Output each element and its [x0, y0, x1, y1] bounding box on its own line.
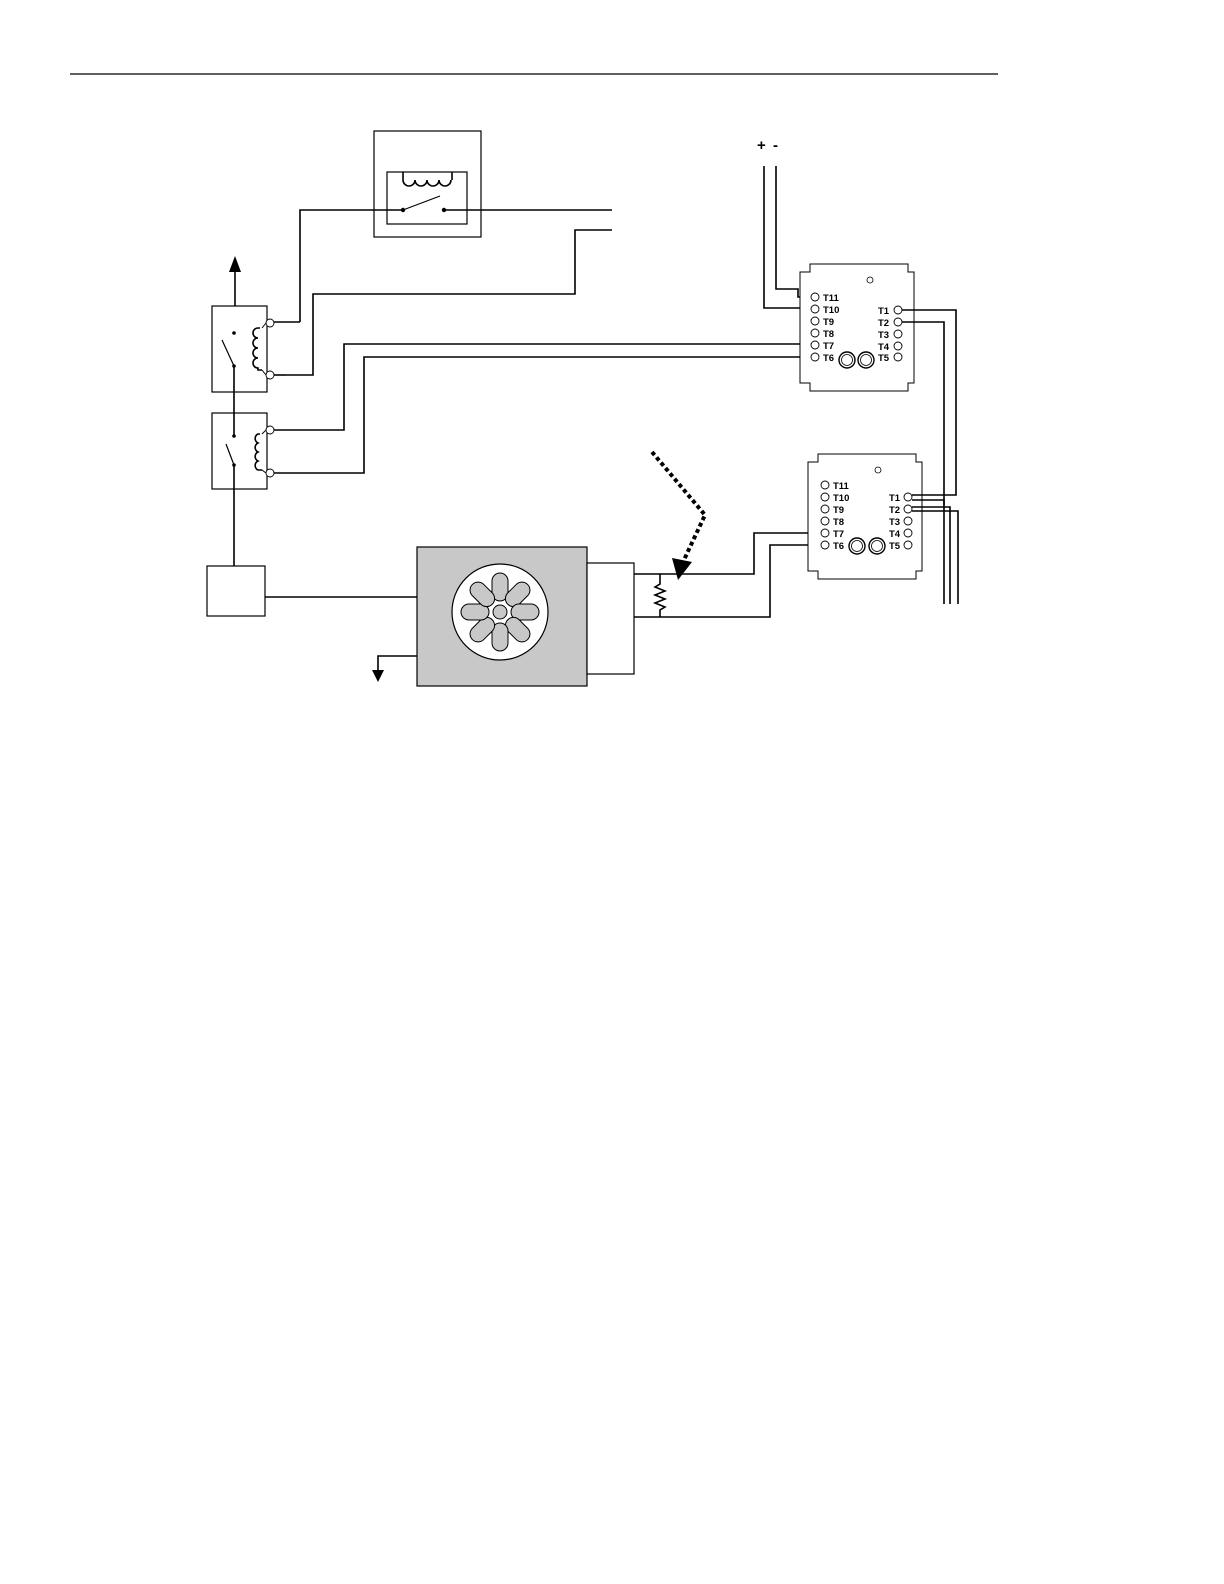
- sensor-arrowhead: [672, 558, 692, 580]
- fan-icon: [452, 564, 548, 660]
- thermistor-icon: [634, 533, 808, 617]
- m2-label-t10: T10: [833, 493, 849, 504]
- m1-label-t6: T6: [823, 353, 834, 364]
- m2-label-t11: T11: [833, 481, 850, 492]
- m2-label-t5: T5: [889, 541, 901, 552]
- minus-label: -: [773, 137, 778, 154]
- m2-label-t3: T3: [889, 517, 900, 528]
- m2-label-t6: T6: [833, 541, 844, 552]
- module-2: T11 T10 T9 T8 T7 T6 T1 T2 T3 T4 T5: [808, 454, 922, 579]
- m1-label-t7: T7: [823, 341, 834, 352]
- plus-label: +: [757, 137, 766, 154]
- m1-label-t8: T8: [823, 329, 834, 340]
- ground-icon: [372, 656, 417, 682]
- m2-label-t2: T2: [889, 505, 900, 516]
- fan-unit: [417, 547, 634, 686]
- m2-label-t1: T1: [889, 493, 901, 504]
- m1-label-t2: T2: [878, 318, 889, 329]
- relay-upper: [212, 306, 274, 392]
- m1-label-t3: T3: [878, 330, 889, 341]
- m1-label-t5: T5: [878, 353, 890, 364]
- m2-label-t9: T9: [833, 505, 844, 516]
- m2-label-t7: T7: [833, 529, 844, 540]
- m1-label-t10: T10: [823, 305, 839, 316]
- m1-label-t9: T9: [823, 317, 834, 328]
- control-box: [207, 566, 265, 616]
- top-relay: [374, 131, 481, 237]
- m2-label-t8: T8: [833, 517, 844, 528]
- module-1: T11 T10 T9 T8 T7 T6 T1 T2 T3 T4 T5: [800, 264, 914, 391]
- m1-label-t1: T1: [878, 306, 890, 317]
- m1-label-t4: T4: [878, 342, 890, 353]
- relay-lower: [212, 413, 274, 489]
- m1-label-t11: T11: [823, 293, 840, 304]
- m2-label-t4: T4: [889, 529, 901, 540]
